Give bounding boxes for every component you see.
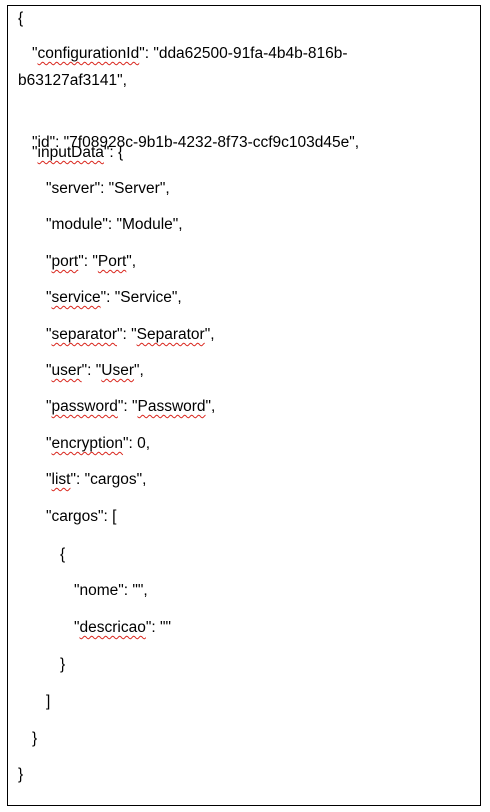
code-text: "module": "Module", <box>46 216 183 233</box>
code-text: ": "Service", <box>100 289 182 306</box>
spellcheck-flagged-word: password <box>51 398 118 415</box>
code-line: "user": "User", <box>46 361 144 380</box>
code-line: "service": "Service", <box>46 288 182 307</box>
spellcheck-flagged-word: inputData <box>37 144 104 161</box>
code-line: "list": "cargos", <box>46 470 146 489</box>
code-text: ", <box>205 398 216 415</box>
code-text: ": 0, <box>123 435 151 452</box>
code-text: ": " <box>117 398 138 415</box>
spellcheck-flagged-word: descricao <box>79 619 146 636</box>
code-text: ": " <box>81 362 102 379</box>
code-text: ": { <box>103 144 124 161</box>
code-text: " <box>46 398 52 415</box>
spellcheck-flagged-word: separator <box>51 326 117 343</box>
code-text: ": "cargos", <box>70 471 147 488</box>
code-line: "descricao": "" <box>74 618 171 637</box>
code-text: { <box>18 10 24 27</box>
code-line: "configurationId": "dda62500-91fa-4b4b-8… <box>32 44 348 63</box>
code-line: "server": "Server", <box>46 179 170 198</box>
code-line: } <box>32 729 37 748</box>
code-text: ": "dda62500-91fa-4b4b-816b- <box>139 45 348 62</box>
code-line: { <box>60 545 65 564</box>
code-text: b63127af3141", <box>18 72 127 89</box>
code-text: "id": "7f08928c-9b1b-4232-8f73-ccf9c103d… <box>32 134 360 151</box>
code-line: ] <box>46 692 50 711</box>
code-text: " <box>46 253 52 270</box>
spellcheck-flagged-word: Separator <box>136 326 205 343</box>
code-text: " <box>46 289 52 306</box>
code-text: " <box>32 45 38 62</box>
code-text: ": " <box>117 326 137 343</box>
code-text: } <box>18 766 24 783</box>
code-text: ": " <box>78 253 98 270</box>
code-text: ", <box>134 362 144 379</box>
document-frame: {"configurationId": "dda62500-91fa-4b4b-… <box>7 5 481 806</box>
code-text: { <box>60 546 66 563</box>
spellcheck-flagged-word: encryption <box>51 435 124 452</box>
spellcheck-flagged-word: User <box>101 362 135 379</box>
code-text: " <box>46 435 52 452</box>
code-line: "nome": "", <box>74 581 148 600</box>
code-line: "password": "Password", <box>46 397 215 416</box>
code-text: ] <box>46 693 51 710</box>
code-text: } <box>60 656 66 673</box>
code-line: "separator": "Separator", <box>46 325 215 344</box>
code-text: ": "" <box>145 619 171 636</box>
code-text: " <box>46 471 52 488</box>
code-text: "nome": "", <box>74 582 148 599</box>
code-line: "module": "Module", <box>46 215 183 234</box>
code-text: ", <box>126 253 137 270</box>
spellcheck-flagged-word: configurationId <box>37 45 140 62</box>
code-line: "inputData": { <box>32 143 123 162</box>
code-text: "cargos": [ <box>46 508 117 525</box>
code-line: "cargos": [ <box>46 507 116 526</box>
code-line: } <box>60 655 65 674</box>
code-text: "server": "Server", <box>46 180 170 197</box>
code-line: "id": "7f08928c-9b1b-4232-8f73-ccf9c103d… <box>32 133 359 152</box>
code-text: " <box>46 362 52 379</box>
code-line: } <box>18 765 23 784</box>
spellcheck-flagged-word: Port <box>97 253 127 270</box>
code-line: "encryption": 0, <box>46 434 150 453</box>
spellcheck-flagged-word: port <box>51 253 79 270</box>
code-text: " <box>74 619 80 636</box>
code-text: } <box>32 730 38 747</box>
code-text: " <box>32 144 38 161</box>
code-line: "port": "Port", <box>46 252 136 271</box>
code-text: " <box>46 326 52 343</box>
code-line: { <box>18 9 23 28</box>
code-line: b63127af3141", <box>18 71 127 90</box>
code-text: ", <box>204 326 215 343</box>
spellcheck-flagged-word: user <box>51 362 82 379</box>
spellcheck-flagged-word: list <box>51 471 71 488</box>
spellcheck-flagged-word: Password <box>137 398 206 415</box>
spellcheck-flagged-word: service <box>51 289 101 306</box>
